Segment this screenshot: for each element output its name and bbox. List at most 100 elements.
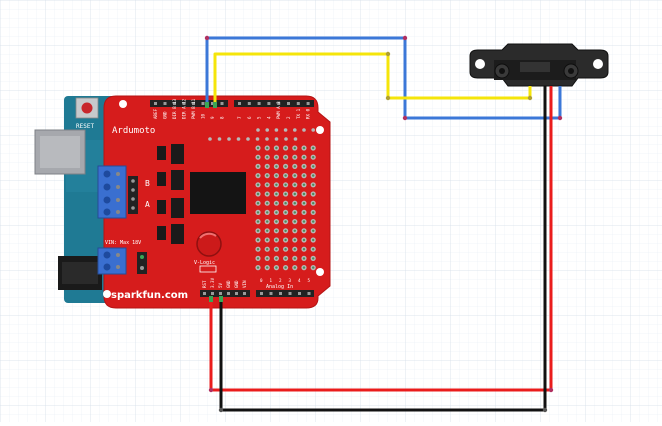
terminal-pins: [116, 172, 120, 269]
header-pin: [287, 102, 290, 105]
wire-black[interactable]: [219, 86, 547, 412]
smd-components: [157, 144, 184, 244]
header-pin: [243, 292, 246, 295]
via-holes: [208, 128, 316, 141]
digital-pin-label: 6: [247, 116, 252, 119]
header-pin: [227, 292, 230, 295]
digital-pin-labels: AREF GND DIR B 13 DIR A 12 PWM B 11 10 9 8 7 6 5 4 P…: [153, 98, 311, 119]
via-hole: [217, 137, 222, 141]
header-pin: [257, 102, 261, 105]
vlogic-jumper[interactable]: [199, 265, 217, 273]
mount-hole-icon: [103, 290, 111, 298]
header-pin: [306, 102, 310, 105]
digital-pin-label: PWM A 3: [276, 101, 281, 119]
digital-pin-label: 4: [266, 116, 271, 119]
analog-pin-label: 5: [308, 278, 311, 283]
analog-header: [256, 290, 314, 297]
digital-pin-label: 8: [220, 116, 225, 119]
header-pin: [247, 102, 251, 105]
mount-hole-icon: [316, 126, 324, 134]
header-pin: [288, 292, 292, 295]
header-pin: [219, 292, 222, 295]
digital-pin-label: DIR A 12: [182, 98, 187, 119]
header-pin: [211, 292, 214, 295]
header-pin: [296, 102, 300, 105]
via-hole: [283, 128, 288, 132]
digital-header: [150, 100, 314, 107]
header-pin: [192, 102, 195, 105]
header-pin: [154, 102, 157, 105]
digital-pin-label: AREF: [153, 108, 158, 119]
via-hole: [311, 128, 316, 132]
via-hole: [293, 128, 297, 132]
power-pin-label: GND: [234, 280, 239, 288]
header-pin: [201, 102, 205, 105]
digital-pin-label: 2: [286, 116, 291, 119]
capacitor-icon: [196, 231, 222, 257]
analog-pin-label: 2: [279, 278, 282, 283]
header-pin: [260, 292, 263, 295]
digital-pin-label: PWM B 11: [191, 98, 196, 119]
sensor-mount-hole-icon: [475, 59, 485, 69]
via-hole: [236, 137, 241, 141]
header-pin: [307, 292, 311, 295]
mount-hole-icon: [316, 268, 324, 276]
digital-pin-label: 7: [237, 116, 242, 119]
ardumoto-shield[interactable]: AREF GND DIR B 13 DIR A 12 PWM B 11 10 9 8 7 6 5 4 P…: [97, 95, 331, 309]
digital-pin-label: DIR B 13: [172, 98, 177, 119]
via-hole: [302, 128, 306, 132]
header-pin: [235, 292, 238, 295]
header-pin: [277, 102, 281, 105]
power-pin-label: 3.3V: [210, 277, 215, 288]
mount-hole-icon: [119, 100, 127, 108]
digital-pin-label: 5: [257, 116, 262, 119]
motor-driver-chip: [190, 172, 246, 214]
wire-red[interactable]: [209, 86, 553, 392]
via-hole: [274, 137, 279, 141]
header-pin: [173, 102, 176, 105]
power-pin-label: GND: [226, 280, 231, 288]
header-pin: [220, 102, 224, 105]
header-pin: [163, 102, 167, 105]
vin-label: VIN: Max 18V: [105, 240, 141, 246]
header-pin: [182, 102, 186, 105]
via-hole: [255, 137, 260, 141]
via-hole: [284, 137, 288, 141]
via-hole: [265, 137, 269, 141]
jumper-header[interactable]: [128, 176, 147, 274]
via-hole: [227, 137, 231, 141]
digital-pin-label: TX 1: [296, 108, 301, 119]
motor-b-label: B: [145, 179, 150, 188]
reset-label: RESET: [76, 123, 94, 130]
via-hole: [256, 128, 260, 132]
wire-blue[interactable]: [205, 36, 562, 120]
analog-label: Analog In: [266, 284, 293, 290]
digital-pin-label: 10: [201, 113, 206, 119]
header-pin: [211, 102, 214, 105]
digital-pin-label: GND: [163, 111, 168, 119]
header-pin: [238, 102, 241, 105]
power-header: [200, 290, 250, 297]
via-hole: [274, 128, 279, 132]
power-pin-label: VIN: [242, 280, 247, 288]
header-pin: [279, 292, 282, 295]
vin-terminal-block[interactable]: [97, 247, 127, 275]
via-hole: [293, 137, 298, 141]
header-pin: [203, 292, 206, 295]
digital-pin-label: 9: [210, 116, 215, 119]
motor-a-label: A: [145, 200, 150, 209]
via-hole: [265, 128, 270, 132]
motor-terminal-block[interactable]: [97, 165, 127, 219]
sensor-mount-hole-icon: [593, 59, 603, 69]
vlogic-label: V-Logic: [194, 260, 215, 266]
analog-pin-label: 0: [260, 278, 263, 283]
analog-pin-label: 3: [289, 278, 292, 283]
ir-distance-sensor[interactable]: [469, 43, 609, 87]
sparkfun-logo: sparkfun.com: [111, 290, 188, 301]
header-pin: [269, 292, 273, 295]
prototype-area: [255, 145, 316, 271]
shield-title: Ardumoto: [112, 126, 155, 136]
